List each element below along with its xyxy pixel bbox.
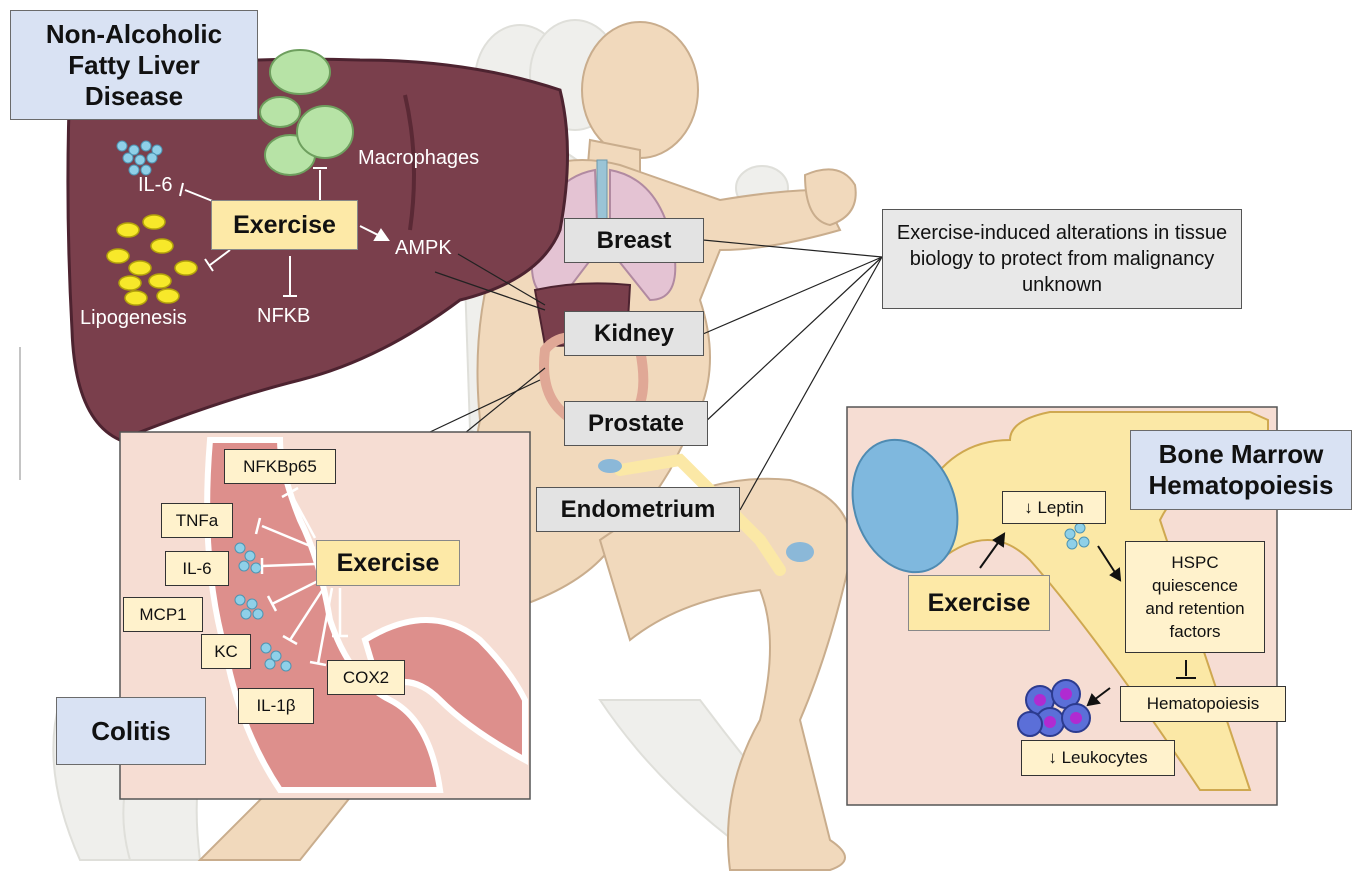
- leptin-label: ↓ Leptin: [1002, 491, 1106, 524]
- ampk-label: AMPK: [395, 237, 452, 260]
- il6-colitis-label: IL-6: [165, 551, 229, 586]
- mcp1-label: MCP1: [123, 597, 203, 632]
- colitis-exercise-label: Exercise: [316, 540, 460, 586]
- hspc-label: HSPC quiescence and retention factors: [1125, 541, 1265, 653]
- kc-label: KC: [201, 634, 251, 669]
- bone-marrow-title: Bone Marrow Hematopoiesis: [1130, 430, 1352, 510]
- prostate-label: Prostate: [564, 401, 708, 446]
- il6-label: IL-6: [138, 174, 172, 197]
- kidney-label: Kidney: [564, 311, 704, 356]
- malignancy-note: Exercise-induced alterations in tissue b…: [882, 209, 1242, 309]
- il1b-label: IL-1β: [238, 688, 314, 724]
- endometrium-label: Endometrium: [536, 487, 740, 532]
- nafld-title: Non-Alcoholic Fatty Liver Disease: [10, 10, 258, 120]
- breast-label: Breast: [564, 218, 704, 263]
- leukocytes-label: ↓ Leukocytes: [1021, 740, 1175, 776]
- hematopoiesis-label: Hematopoiesis: [1120, 686, 1286, 722]
- nfkb-label: NFKB: [257, 305, 310, 328]
- bone-exercise-label: Exercise: [908, 575, 1050, 631]
- macrophages-label: Macrophages: [358, 147, 479, 170]
- tnfa-label: TNFa: [161, 503, 233, 538]
- liver-exercise-label: Exercise: [211, 200, 358, 250]
- cox2-label: COX2: [327, 660, 405, 695]
- colitis-title: Colitis: [56, 697, 206, 765]
- lipogenesis-label: Lipogenesis: [80, 307, 187, 330]
- nfkbp65-label: NFKBp65: [224, 449, 336, 484]
